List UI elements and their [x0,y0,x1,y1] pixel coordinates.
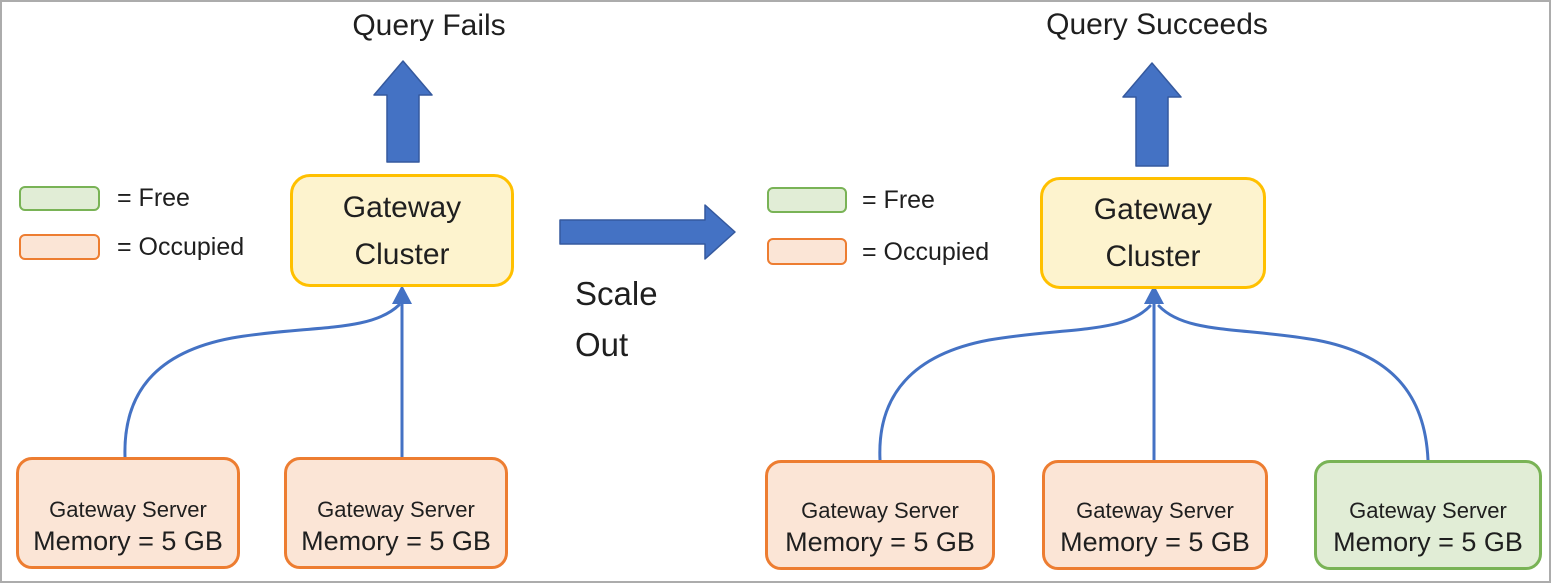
legend-free-label-right: = Free [862,186,935,214]
left-panel-title: Query Fails [352,9,506,42]
gateway-server-left-2: Gateway Server Memory = 5 GB [284,457,508,569]
legend-occupied-label-right: = Occupied [862,238,990,266]
gateway-server-right-2: Gateway Server Memory = 5 GB [1042,460,1268,570]
server-memory: Memory = 5 GB [33,526,223,556]
scale-out-label: Scale Out [575,275,658,363]
gateway-cluster-box-right: Gateway Cluster [1040,177,1266,289]
server-memory: Memory = 5 GB [1333,527,1523,557]
gateway-server-right-3-free: Gateway Server Memory = 5 GB [1314,460,1542,570]
server-name: Gateway Server [1076,498,1234,523]
gateway-server-left-1: Gateway Server Memory = 5 GB [16,457,240,569]
gateway-cluster-box-left: Gateway Cluster [290,174,514,287]
query-fails-up-arrow [373,60,433,163]
left-connector-arrowhead [392,285,412,304]
server-memory: Memory = 5 GB [785,527,975,557]
server-name: Gateway Server [1349,498,1507,523]
server-name: Gateway Server [801,498,959,523]
left-connector-curve [123,303,401,459]
legend-occupied-swatch-left [19,234,100,260]
legend-free-label-left: = Free [117,184,190,212]
right-panel-title: Query Succeeds [1046,8,1268,41]
server-memory: Memory = 5 GB [1060,527,1250,557]
right-connector-curve-right [1157,304,1430,462]
gateway-server-right-1: Gateway Server Memory = 5 GB [765,460,995,570]
legend-occupied-label-left: = Occupied [117,233,245,261]
server-name: Gateway Server [49,497,207,522]
server-name: Gateway Server [317,497,475,522]
legend-free-swatch-left [19,186,100,211]
scale-out-arrow [559,204,736,260]
server-memory: Memory = 5 GB [301,526,491,556]
legend-free-swatch-right [767,187,847,213]
query-succeeds-up-arrow [1122,62,1182,167]
legend-occupied-swatch-right [767,238,847,265]
right-connector-curve-left [878,304,1152,462]
